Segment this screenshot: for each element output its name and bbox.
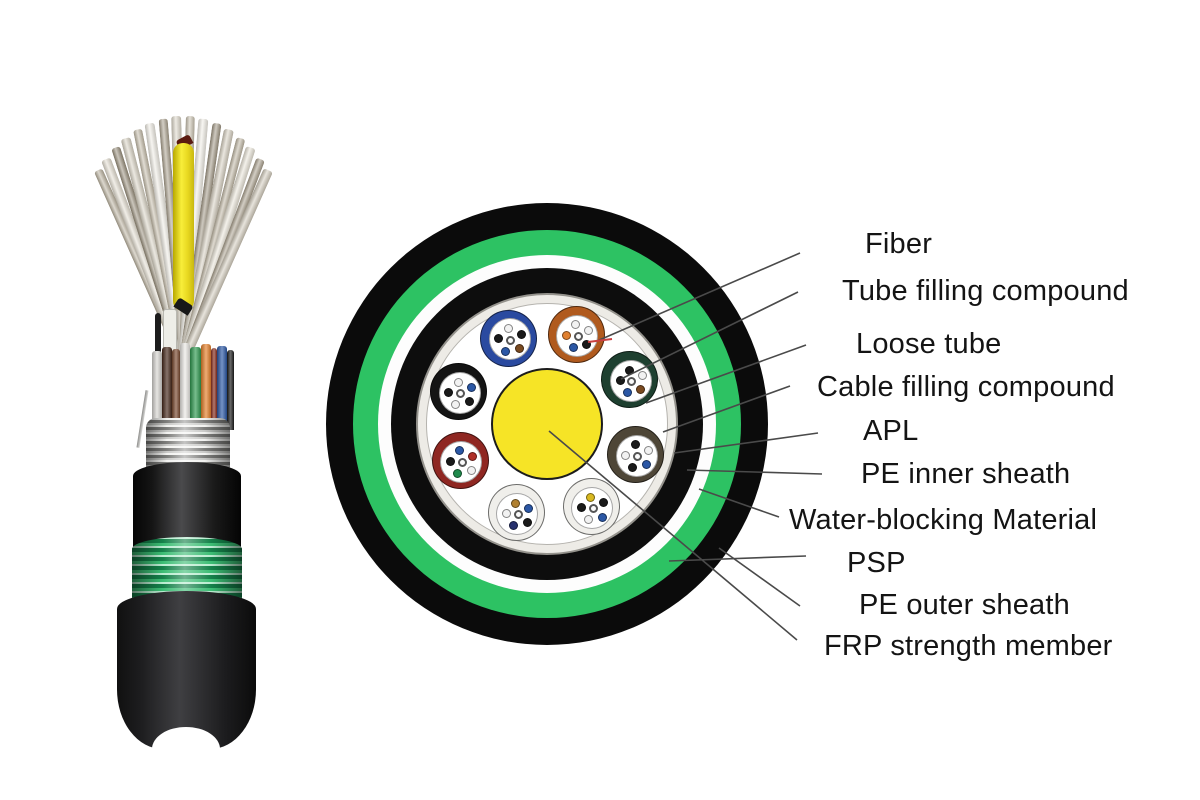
fiber-dot: [465, 397, 475, 407]
fiber-dot: [466, 383, 476, 393]
tube-filling-area: [609, 359, 652, 402]
fiber-dot: [636, 385, 646, 395]
fiber-dot: [446, 456, 456, 466]
fiber-dot: [561, 330, 571, 340]
tube-dark-red: [431, 432, 489, 490]
buffer-tube: [217, 346, 227, 430]
fiber-dot: [624, 365, 634, 375]
buffer-tube: [211, 348, 217, 430]
fiber-dot: [576, 503, 586, 513]
tube-black: [430, 363, 488, 421]
label-water-blocking-material: Water-blocking Material: [789, 504, 1098, 536]
frp-rod: [173, 143, 194, 311]
fiber-dot: [571, 320, 581, 330]
label-pe-outer-sheath: PE outer sheath: [859, 589, 1070, 621]
fiber-dot: [511, 498, 521, 508]
fiber-dot: [451, 400, 461, 410]
fiber-dot-center: [627, 377, 637, 387]
buffer-tube: [190, 347, 201, 430]
buffer-tube: [152, 351, 162, 430]
sheath-bottom-notch: [152, 727, 220, 771]
fiber-dot: [453, 377, 463, 387]
tube-blue: [480, 309, 538, 367]
fiber-dot: [568, 343, 578, 353]
frp-strength-member: [491, 368, 603, 480]
buffer-tube: [180, 343, 190, 430]
leader-line-pe-outer-sheath: [718, 547, 801, 607]
fiber-dot-center: [573, 332, 583, 342]
buffer-tube: [162, 347, 172, 430]
fiber-dot: [501, 346, 511, 356]
label-pe-inner-sheath: PE inner sheath: [861, 458, 1071, 490]
fiber-dot: [516, 329, 526, 339]
fiber-dot-center: [456, 389, 466, 399]
tube-filling-area: [556, 314, 599, 357]
fiber-dot: [466, 466, 476, 476]
fiber-dot: [503, 323, 513, 333]
buffer-tube: [227, 350, 234, 430]
fiber-dot: [643, 446, 653, 456]
fiber-dot: [468, 452, 478, 462]
exposed-fiber-strand: [155, 313, 161, 368]
fiber-dot: [583, 515, 593, 525]
tube-orange: [547, 306, 605, 364]
label-loose-tube: Loose tube: [856, 328, 1002, 360]
buffer-tube: [201, 344, 211, 430]
fiber-dot: [597, 512, 607, 522]
fiber-dot: [583, 326, 593, 336]
cable-side-view: [93, 85, 273, 771]
fiber-dot: [642, 460, 652, 470]
tube-white-right: [562, 478, 620, 536]
fiber-dot: [586, 492, 596, 502]
tube-filling-area: [438, 371, 481, 414]
fiber-dot: [444, 388, 454, 398]
label-fiber: Fiber: [865, 228, 933, 260]
fiber-dot: [515, 343, 525, 353]
tube-filling-area: [440, 440, 483, 483]
fiber-dot-center: [506, 335, 516, 345]
fiber-dot: [615, 376, 625, 386]
tube-filling-area: [571, 486, 614, 529]
fiber-dot: [522, 518, 532, 528]
fiber-dot: [494, 334, 504, 344]
fiber-dot-center: [633, 452, 643, 462]
fiber-dot: [628, 463, 638, 473]
buffer-tube: [172, 349, 180, 430]
fiber-dot-center: [513, 510, 523, 520]
fiber-dot: [582, 340, 592, 350]
fiber-dot: [621, 450, 631, 460]
label-cable-filling-compound: Cable filling compound: [817, 371, 1115, 403]
label-frp-strength-member: FRP strength member: [824, 630, 1113, 662]
label-psp: PSP: [847, 547, 906, 579]
fiber-dot: [599, 498, 609, 508]
fiber-dot: [453, 469, 463, 479]
tube-filling-area: [488, 318, 531, 361]
fiber-dot: [509, 521, 518, 531]
tube-white-left: [487, 484, 545, 542]
fiber-dot-center: [588, 504, 598, 514]
pe-outer-sheath-side: [117, 591, 256, 749]
fiber-dot: [630, 440, 640, 450]
fiber-dot-center: [457, 458, 467, 468]
label-tube-filling-compound: Tube filling compound: [842, 275, 1129, 307]
fiber-dot: [637, 371, 647, 381]
tube-filling-area: [615, 434, 658, 477]
fiber-dot: [455, 446, 465, 456]
fiber-dot: [501, 509, 511, 519]
fiber-dot: [524, 504, 534, 514]
tube-filling-area: [496, 492, 539, 535]
fiber-dot: [622, 388, 632, 398]
label-apl: APL: [863, 415, 919, 447]
